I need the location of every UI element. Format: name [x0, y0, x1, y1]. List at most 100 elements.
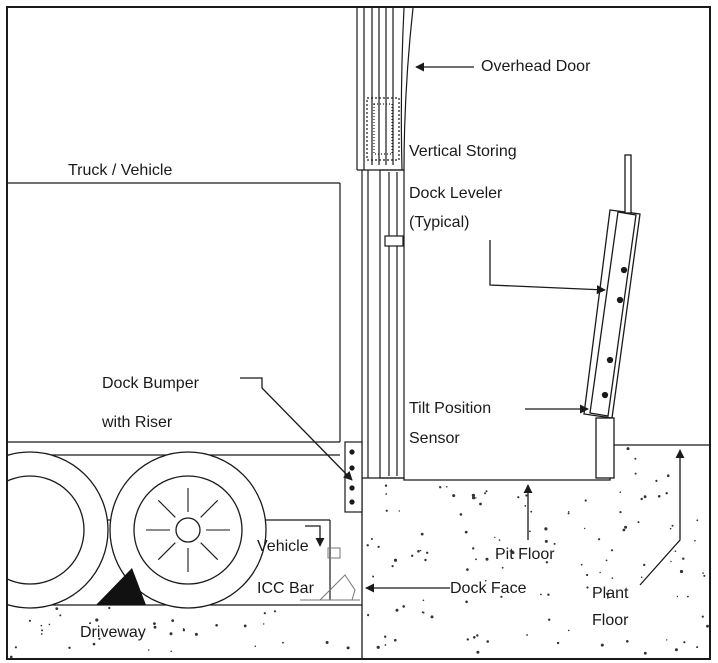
concrete-speck [421, 611, 424, 614]
concrete-speck [465, 600, 468, 604]
concrete-speck [385, 509, 388, 512]
concrete-speck [598, 538, 601, 541]
wheel-spoke [200, 499, 219, 518]
concrete-speck [384, 644, 387, 646]
concrete-speck [282, 641, 284, 644]
concrete-speck [419, 549, 422, 552]
concrete-speck [703, 574, 706, 577]
concrete-speck [439, 486, 442, 489]
concrete-speck [611, 577, 614, 579]
concrete-speck [643, 563, 646, 567]
concrete-speck [473, 636, 476, 639]
concrete-speck [393, 558, 398, 562]
concrete-speck [530, 510, 533, 513]
concrete-speck [171, 619, 175, 622]
concrete-speck [484, 492, 487, 495]
concrete-speck [584, 527, 586, 530]
concrete-speck [619, 510, 622, 514]
concrete-speck [619, 491, 622, 494]
dock-leveler [583, 154, 641, 479]
concrete-speck [494, 536, 496, 539]
concrete-speck [637, 521, 640, 524]
concrete-speck [417, 550, 420, 553]
wheel-spoke [157, 542, 176, 561]
concrete-speck [501, 566, 504, 569]
icc-bar [300, 547, 360, 601]
concrete-speck [366, 544, 369, 547]
concrete-speck [394, 638, 397, 642]
concrete-speck [484, 579, 487, 582]
wheel-chock [96, 568, 146, 605]
concrete-speck [170, 650, 172, 653]
concrete-speck [665, 492, 668, 495]
concrete-speck [517, 496, 520, 499]
concrete-speck [40, 633, 43, 635]
concrete-speck [540, 593, 542, 596]
concrete-speck [674, 550, 677, 552]
concrete-speck [325, 641, 329, 644]
concrete-speck [696, 519, 699, 522]
wheel-spoke [200, 542, 219, 561]
overhead-door [356, 7, 414, 171]
concrete-speck [643, 495, 647, 499]
with-riser-label: with Riser [102, 414, 173, 431]
concrete-speck [95, 618, 99, 622]
concrete-speck [169, 632, 173, 636]
concrete-speck [529, 530, 531, 533]
concrete-speck [466, 638, 469, 641]
concrete-speck [610, 549, 614, 552]
sensor-label: Sensor [409, 430, 460, 447]
concrete-speck [687, 595, 689, 598]
concrete-speck [702, 572, 704, 574]
concrete-speck [498, 539, 501, 541]
concrete-speck [346, 646, 350, 650]
concrete-speck [424, 558, 427, 562]
concrete-speck [182, 629, 186, 632]
concrete-speck [524, 505, 527, 507]
concrete-speck [486, 640, 490, 643]
concrete-speck [263, 612, 266, 615]
concrete-speck [55, 607, 59, 610]
concrete-speck [471, 493, 475, 497]
concrete-speck [422, 599, 425, 602]
dock-bumper-label: Dock Bumper [102, 375, 199, 392]
typical-label: (Typical) [409, 214, 470, 231]
concrete-speck [568, 511, 570, 513]
concrete-speck [682, 557, 685, 560]
tilt-position-label: Tilt Position [409, 400, 492, 417]
concrete-speck [525, 494, 528, 497]
concrete-speck [544, 527, 548, 531]
concrete-speck [398, 510, 400, 512]
concrete-speck [384, 635, 387, 638]
concrete-speck [599, 571, 601, 574]
diagram-frame [6, 6, 711, 660]
icc-bar-label: ICC Bar [257, 580, 314, 597]
concrete-speck [28, 619, 31, 622]
concrete-speck [377, 545, 380, 549]
concrete-speck [476, 650, 480, 654]
concrete-speck [475, 558, 477, 561]
concrete-speck [643, 651, 647, 655]
concrete-speck [92, 642, 96, 646]
concrete-speck [706, 624, 709, 628]
concrete-speck [553, 542, 556, 545]
concrete-speck [624, 525, 628, 529]
concrete-speck [626, 447, 630, 451]
concrete-speck [679, 569, 684, 574]
concrete-speck [391, 565, 394, 568]
concrete-fill [10, 447, 709, 659]
concrete-speck [108, 606, 111, 610]
concrete-speck [464, 530, 468, 534]
concrete-speck [476, 634, 479, 637]
concrete-speck [254, 645, 257, 648]
concrete-speck [548, 618, 551, 621]
concrete-speck [511, 551, 515, 555]
concrete-speck [606, 592, 609, 596]
concrete-speck [273, 610, 277, 613]
concrete-speck [243, 624, 247, 628]
concrete-speck [556, 641, 560, 645]
concrete-speck [584, 499, 587, 502]
concrete-speck [634, 472, 637, 475]
concrete-speck [472, 547, 475, 550]
